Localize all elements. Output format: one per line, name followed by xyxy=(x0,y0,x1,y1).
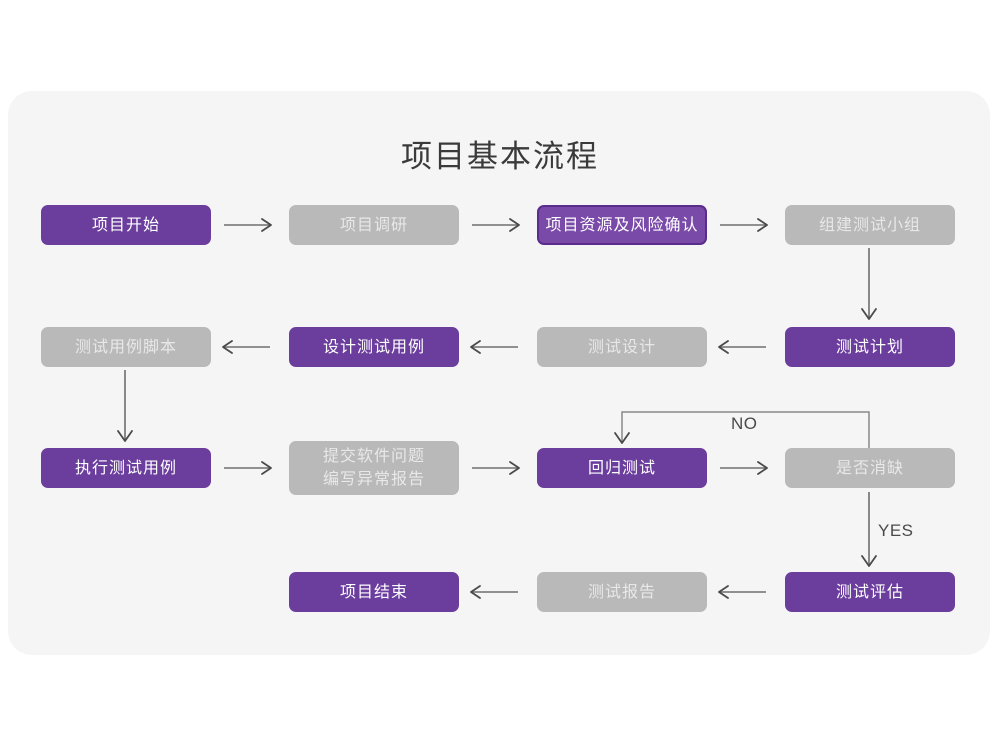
node-test-report[interactable]: 测试报告 xyxy=(537,572,707,612)
node-resource-risk-confirm[interactable]: 项目资源及风险确认 xyxy=(537,205,707,245)
node-label: 回归测试 xyxy=(587,459,656,477)
node-project-end[interactable]: 项目结束 xyxy=(289,572,459,612)
node-label: 测试设计 xyxy=(587,338,656,356)
node-defect-cleared-decision[interactable]: 是否消缺 xyxy=(785,448,955,488)
node-test-evaluation[interactable]: 测试评估 xyxy=(785,572,955,612)
node-label: 项目开始 xyxy=(91,216,160,234)
node-label: 测试用例脚本 xyxy=(74,338,177,356)
flowchart-card xyxy=(8,91,990,655)
node-label: 执行测试用例 xyxy=(74,459,177,477)
node-submit-defects-report[interactable]: 提交软件问题 编写异常报告 xyxy=(289,441,459,495)
node-label: 测试报告 xyxy=(587,583,656,601)
node-label: 是否消缺 xyxy=(835,459,904,477)
node-design-testcase[interactable]: 设计测试用例 xyxy=(289,327,459,367)
edge-label-yes: YES xyxy=(878,521,914,540)
node-testcase-script[interactable]: 测试用例脚本 xyxy=(41,327,211,367)
node-test-plan[interactable]: 测试计划 xyxy=(785,327,955,367)
node-project-start[interactable]: 项目开始 xyxy=(41,205,211,245)
node-regression-test[interactable]: 回归测试 xyxy=(537,448,707,488)
edge-label-no: NO xyxy=(731,414,758,433)
node-label: 测试评估 xyxy=(835,583,904,601)
node-label: 项目调研 xyxy=(339,216,408,234)
node-label: 项目结束 xyxy=(339,583,408,601)
node-project-research[interactable]: 项目调研 xyxy=(289,205,459,245)
node-label: 测试计划 xyxy=(835,338,904,356)
node-execute-testcase[interactable]: 执行测试用例 xyxy=(41,448,211,488)
node-form-test-team[interactable]: 组建测试小组 xyxy=(785,205,955,245)
page-title: 项目基本流程 xyxy=(401,139,599,174)
node-test-design[interactable]: 测试设计 xyxy=(537,327,707,367)
node-label: 设计测试用例 xyxy=(322,338,425,356)
node-label: 提交软件问题 编写异常报告 xyxy=(322,448,425,488)
node-label: 组建测试小组 xyxy=(818,216,921,234)
node-label: 项目资源及风险确认 xyxy=(545,216,699,234)
